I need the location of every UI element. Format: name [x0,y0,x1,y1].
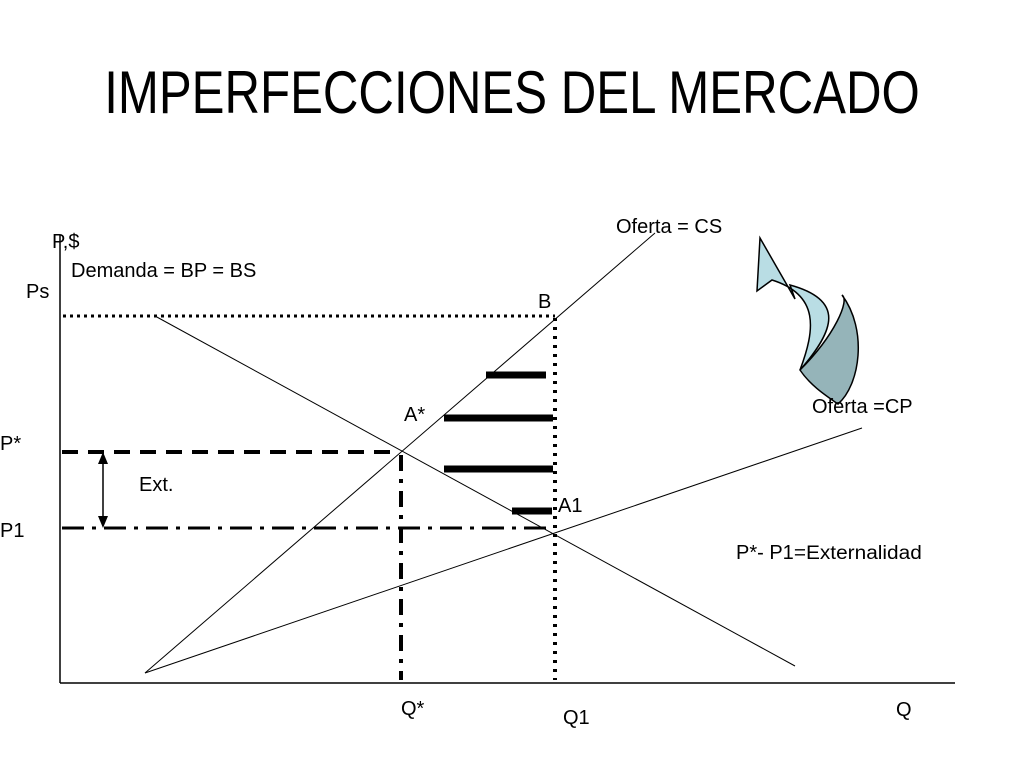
quantity-label-q1: Q1 [563,707,590,729]
private-supply-curve [144,427,863,674]
demand-label: Demanda = BP = BS [71,260,256,282]
slide-title: IMPERFECCIONES DEL MERCADO [104,59,920,126]
formula-prefix: P*- P1 [736,542,794,564]
externality-arrow-head-bottom [98,516,108,528]
point-label-a-star: A* [404,404,425,426]
price-label-ps: Ps [26,281,49,303]
externality-formula: P*- P1=Externalidad [736,542,922,564]
y-axis-label: P,$ [52,231,79,253]
social-supply-curve [144,232,656,674]
x-axis-label: Q [896,699,912,721]
formula-suffix: =Externalidad [794,543,922,564]
demand-curve [154,315,796,667]
private-supply-label: Oferta =CP [812,396,913,418]
externality-arrow-head-top [98,452,108,464]
externality-label: Ext. [139,474,173,496]
point-label-b: B [538,291,551,313]
shift-arrow-icon [756,235,859,405]
point-label-a1: A1 [558,495,582,517]
social-supply-label: Oferta = CS [616,216,722,238]
price-label-p-star: P* [0,433,21,455]
price-label-p1: P1 [0,520,24,542]
quantity-label-q-star: Q* [401,698,425,720]
